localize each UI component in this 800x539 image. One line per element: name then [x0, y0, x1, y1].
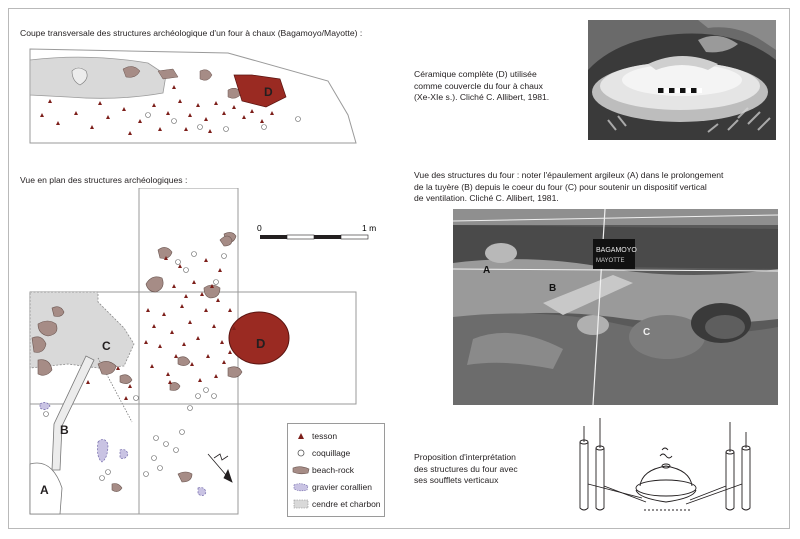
cross-section-oven-core: [233, 74, 287, 108]
legend-label: tesson: [312, 431, 338, 441]
structures-caption: Vue des structures du four : noter l'épa…: [414, 170, 724, 203]
legend-label: gravier corallien: [312, 482, 372, 492]
interpretation-caption: Proposition d'interprétation des structu…: [414, 452, 518, 485]
sign-line-1: BAGAMOYO: [596, 247, 637, 254]
legend-item-coquillage: coquillage: [296, 446, 350, 460]
beach-rock-icon: [292, 466, 310, 475]
legend-label: beach-rock: [312, 465, 355, 475]
tessons-plan: [86, 256, 236, 400]
label-D-plan: D: [256, 336, 265, 351]
label-D-section: D: [264, 85, 273, 99]
shells-section: [145, 112, 301, 132]
figure-frame: [8, 8, 790, 529]
label-C-plan: C: [102, 339, 111, 353]
cross-section-drawing: D: [29, 48, 357, 144]
legend-item-beach-rock: beach-rock: [292, 463, 354, 477]
legend-item-gravier: gravier corallien: [292, 480, 372, 494]
scale-zero: 0: [257, 223, 262, 233]
coquillages-plan: [43, 251, 227, 481]
photo-label-A: A: [483, 265, 490, 276]
interpretation-sketch: [579, 418, 751, 511]
north-arrow: [207, 453, 233, 483]
excavation-photo: BAGAMOYO MAYOTTE A B C: [453, 209, 778, 405]
ash-icon: [293, 499, 309, 509]
legend-box: tesson coquillage beach-rock gravier cor…: [287, 423, 385, 517]
legend-item-cendre: cendre et charbon: [292, 497, 381, 511]
label-B-plan: B: [60, 423, 69, 437]
scale-bar: 0 1 m: [257, 223, 376, 240]
gravel-icon: [293, 483, 309, 492]
legend-item-tesson: tesson: [296, 429, 337, 443]
sign-line-2: MAYOTTE: [596, 258, 625, 264]
tesson-icon: [298, 433, 304, 439]
gravier-plan: [39, 402, 207, 496]
section-title: Coupe transversale des structures archéo…: [20, 28, 363, 38]
shell-icon: [297, 449, 305, 457]
ceramic-photo: [588, 20, 776, 140]
tessons-section: [40, 85, 274, 135]
photo-label-B: B: [549, 283, 556, 294]
plan-drawing: D C B A: [29, 188, 376, 515]
beach-rock-plan: [31, 232, 243, 492]
scale-one-meter: 1 m: [362, 223, 376, 233]
label-A-plan: A: [40, 483, 49, 497]
ceramic-caption: Céramique complète (D) utilisée comme co…: [414, 69, 550, 102]
oven-core-plan: [228, 311, 290, 365]
legend-label: cendre et charbon: [312, 499, 381, 509]
legend-label: coquillage: [312, 448, 351, 458]
photo-label-C: C: [643, 327, 650, 338]
plan-title: Vue en plan des structures archéologique…: [20, 175, 188, 185]
